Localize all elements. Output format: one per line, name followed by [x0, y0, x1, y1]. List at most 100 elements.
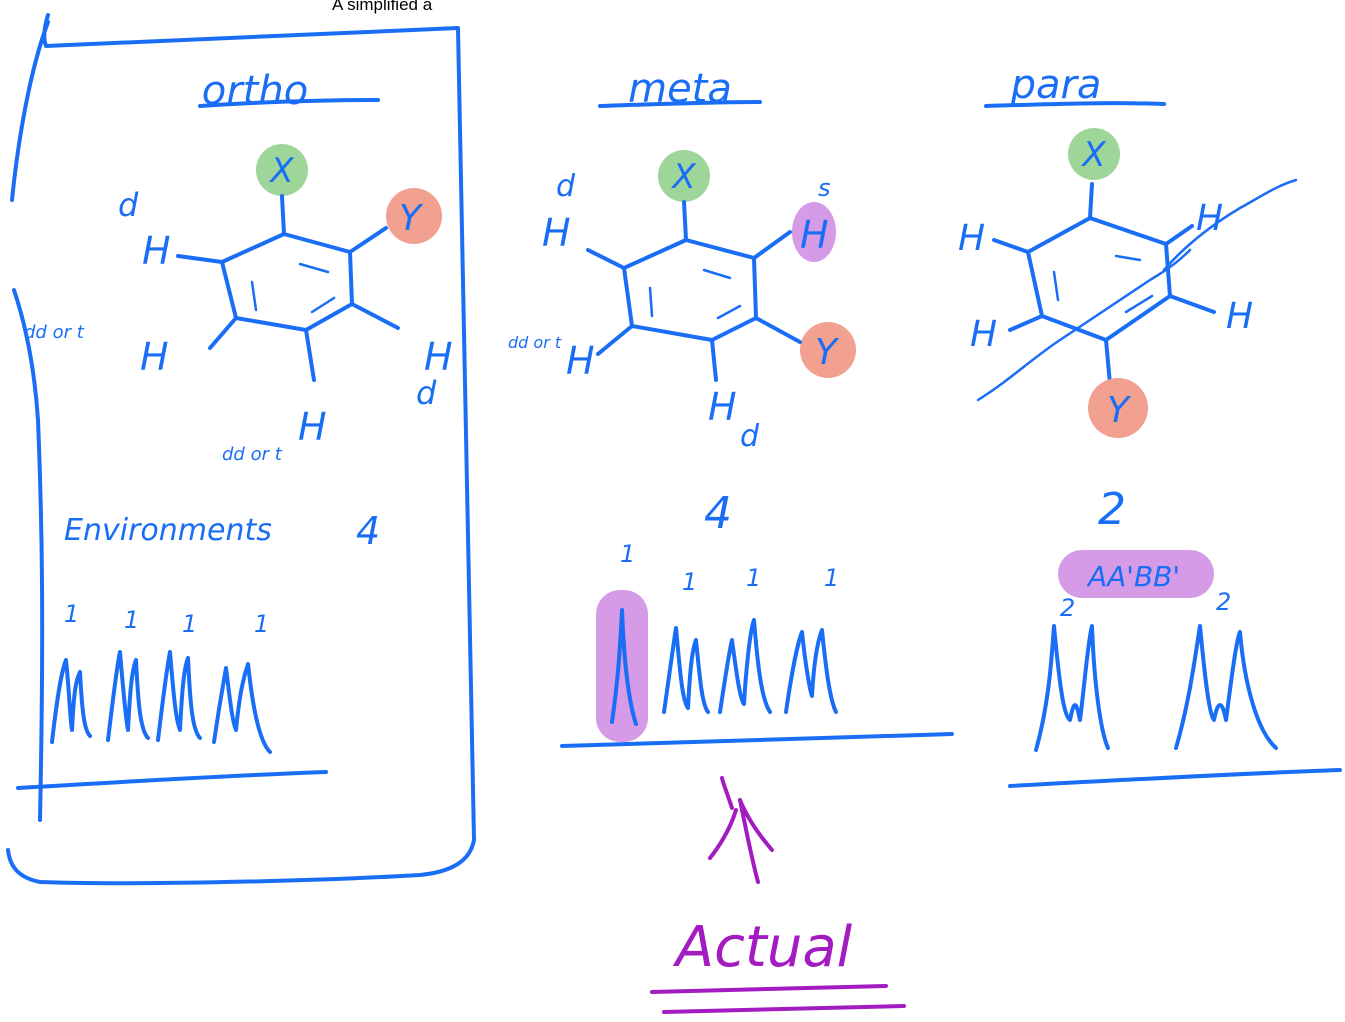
ortho-h-left-bottom: H [140, 335, 169, 379]
ortho-peak-height-2: 1 [124, 606, 139, 634]
ortho-spectrum-baseline [16, 770, 328, 790]
para-spectrum-baseline [1008, 768, 1342, 788]
para-bond-y [1104, 338, 1112, 386]
para-x-label: X [1080, 135, 1106, 175]
meta-h-bottom-mult: d [740, 419, 760, 454]
ortho-x-highlight [256, 144, 308, 196]
ortho-h-left-top: H [142, 229, 171, 273]
para-h-right-bottom: H [1226, 296, 1253, 337]
actual-annotation: Actual [650, 776, 906, 1014]
meta-h-bottom: H [708, 385, 737, 429]
para-peak-height-1: 2 [1060, 594, 1075, 622]
meta-peak-height-3: 1 [746, 564, 761, 592]
ortho-y-highlight [386, 188, 442, 244]
ortho-bond-h-right [350, 302, 400, 330]
para-bond-h-right-bottom [1168, 294, 1216, 314]
meta-h-left-bottom: H [566, 339, 595, 383]
para-title: para [1010, 62, 1102, 108]
para-spin-system-highlight [1058, 550, 1214, 598]
ortho-x-label: X [268, 151, 294, 191]
para-spectrum-peaks [1034, 624, 1278, 752]
ortho-ring-double-bond-2 [250, 280, 258, 312]
para-benzene-ring [1026, 216, 1172, 342]
meta-bond-h-bottom [710, 338, 718, 382]
meta-ring-double-bond-1 [702, 268, 732, 280]
meta-h-left-top-mult: d [556, 169, 576, 204]
meta-h-right-top-mult: s [818, 174, 831, 202]
actual-label: Actual [673, 915, 853, 980]
ortho-spectrum-peaks [50, 650, 272, 754]
ortho-peak-height-3: 1 [182, 610, 197, 638]
ortho-panel: ortho X Y d H dd or t H H d H dd or t En… [6, 13, 476, 886]
ortho-title: ortho [202, 68, 308, 114]
meta-panel: meta X H s Y d H dd or t H H d 4 1 1 1 1 [508, 66, 954, 748]
ortho-bond-x [280, 194, 286, 236]
meta-h-left-top: H [542, 211, 571, 255]
ortho-benzene-ring [220, 232, 354, 332]
meta-bond-h-left-top [586, 248, 626, 270]
meta-title-underline [598, 100, 762, 108]
ortho-h-left-bottom-mult: dd or t [24, 322, 85, 343]
para-ring-double-bond-2 [1052, 270, 1060, 302]
meta-peak-height-1: 1 [620, 540, 635, 568]
ortho-h-bottom-mult: dd or t [222, 444, 283, 465]
ortho-peak-height-1: 1 [64, 600, 79, 628]
para-y-highlight [1088, 378, 1148, 438]
para-ring-double-bond-1 [1114, 254, 1142, 262]
meta-bond-y [754, 316, 802, 344]
para-symmetry-line-2 [976, 248, 1192, 402]
actual-underline-2 [662, 1004, 906, 1014]
ortho-bond-y [348, 226, 388, 254]
meta-peak-height-4: 1 [824, 564, 839, 592]
meta-environments-count: 4 [704, 488, 732, 539]
meta-singlet-peak-highlight [596, 590, 648, 742]
actual-arrow-icon [708, 776, 774, 884]
para-spin-system: AA'BB' [1086, 560, 1180, 593]
meta-h-singlet-highlight [792, 202, 836, 262]
meta-ring-double-bond-2 [648, 286, 654, 318]
actual-underline-1 [650, 984, 888, 994]
ortho-environments-label: Environments [64, 513, 272, 548]
meta-y-highlight [800, 322, 856, 378]
ortho-ring-double-bond-1 [298, 262, 330, 274]
meta-h-left-bottom-mult: dd or t [508, 333, 562, 352]
para-panel: para X H H H H Y 2 AA'BB' 2 2 [958, 62, 1342, 788]
para-h-left-bottom: H [970, 314, 997, 355]
para-bond-h-left-bottom [1008, 314, 1044, 332]
meta-ring-double-bond-3 [716, 304, 742, 320]
para-environments-count: 2 [1098, 484, 1126, 535]
para-bond-h-right-top [1164, 224, 1194, 246]
ortho-peak-height-4: 1 [254, 610, 269, 638]
meta-bond-x [682, 200, 688, 242]
ortho-bond-h-left-top [176, 254, 224, 264]
para-symmetry-line-1 [1162, 178, 1298, 272]
ortho-h-left-top-mult: d [118, 186, 139, 224]
meta-x-highlight [658, 150, 710, 202]
ortho-h-bottom: H [298, 405, 327, 449]
ortho-title-underline [198, 98, 380, 108]
para-h-left-top: H [958, 218, 985, 259]
meta-y-label: Y [815, 332, 840, 373]
ortho-box-outline [6, 13, 476, 886]
meta-h-right-top: H [800, 213, 829, 257]
ortho-environments-count: 4 [356, 509, 380, 553]
para-ring-double-bond-3 [1124, 294, 1154, 314]
meta-bond-h-right-top [752, 230, 792, 260]
para-bond-x [1088, 182, 1094, 220]
ortho-bond-h-left-bottom [208, 316, 238, 350]
header-text: A simplified a [332, 0, 433, 14]
meta-bond-h-left-bottom [596, 324, 634, 356]
para-peak-height-2: 2 [1216, 588, 1231, 616]
para-x-highlight [1068, 128, 1120, 180]
para-bond-h-left-top [992, 238, 1030, 254]
meta-spectrum-peaks [610, 608, 838, 726]
ortho-bond-h-bottom [304, 328, 316, 382]
meta-x-label: X [670, 157, 696, 197]
ortho-ring-double-bond-3 [310, 296, 336, 314]
para-y-label: Y [1107, 390, 1132, 431]
meta-spectrum-baseline [560, 732, 954, 748]
para-h-right-top: H [1196, 198, 1223, 239]
ortho-y-label: Y [399, 198, 424, 239]
meta-benzene-ring [622, 238, 758, 342]
